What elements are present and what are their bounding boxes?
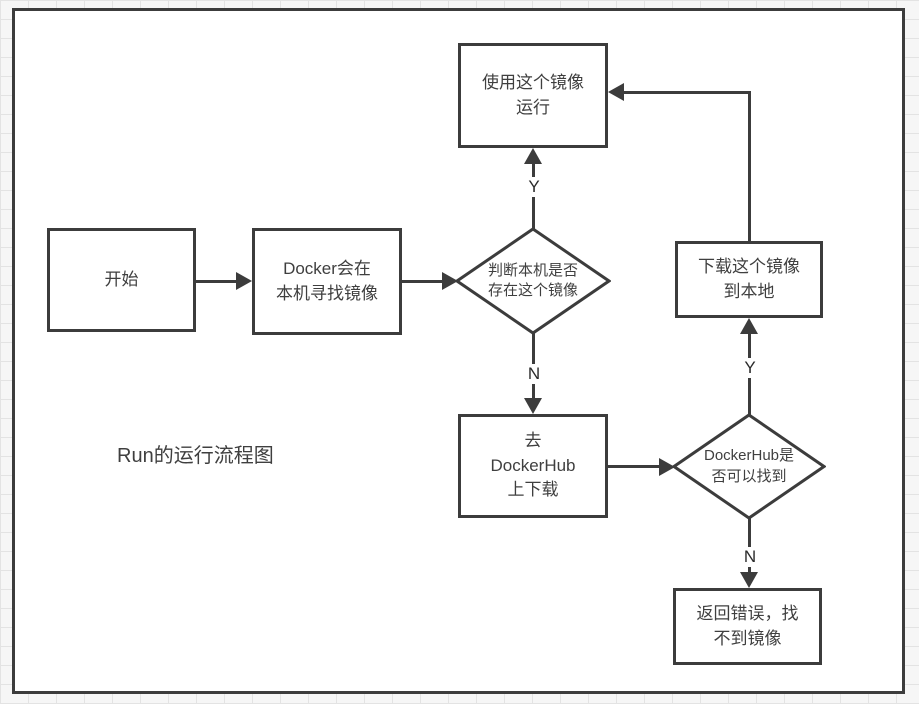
flow-node-return-error[interactable]: 返回错误，找 不到镜像 xyxy=(673,588,822,665)
arrowhead-left-icon xyxy=(608,83,624,101)
connector-download-to-use-horizontal xyxy=(624,91,751,94)
connector-search-to-check xyxy=(402,280,442,283)
arrowhead-down-icon xyxy=(524,398,542,414)
edge-label-n: N xyxy=(739,547,761,567)
flow-node-start-label: 开始 xyxy=(104,269,139,289)
flow-node-use-image[interactable]: 使用这个镜像 运行 xyxy=(458,43,608,148)
diagram-caption: Run的运行流程图 xyxy=(117,445,274,467)
arrowhead-right-icon xyxy=(442,272,458,290)
flow-node-return-error-label: 返回错误，找 不到镜像 xyxy=(696,603,799,648)
arrowhead-down-icon xyxy=(740,572,758,588)
flow-node-check-local-label: 判断本机是否 存在这个镜像 xyxy=(487,261,578,299)
arrowhead-up-icon xyxy=(524,148,542,164)
flow-node-search-local[interactable]: Docker会在 本机寻找镜像 xyxy=(252,228,402,335)
flow-node-go-dockerhub-label: 去 DockerHub 上下载 xyxy=(490,431,576,500)
drawing-canvas: Run的运行流程图 开始 Docker会在 本机寻找镜像 使用这个镜像 运行 下… xyxy=(12,8,905,694)
edge-label-y: Y xyxy=(740,358,760,378)
flow-node-check-dockerhub-label: DockerHub是 否可以找到 xyxy=(703,447,795,485)
arrowhead-right-icon xyxy=(659,458,675,476)
connector-dockerhub-to-check xyxy=(608,465,659,468)
edge-label-n: N xyxy=(523,364,545,384)
flow-node-start[interactable]: 开始 xyxy=(47,228,196,332)
arrowhead-up-icon xyxy=(740,318,758,334)
flow-node-search-local-label: Docker会在 本机寻找镜像 xyxy=(276,258,378,303)
flow-node-use-image-label: 使用这个镜像 运行 xyxy=(482,72,584,117)
flow-node-check-local[interactable]: 判断本机是否 存在这个镜像 xyxy=(455,227,611,335)
connector-start-to-search xyxy=(196,280,238,283)
connector-download-to-use-vertical xyxy=(748,92,751,241)
connector-check2-to-error xyxy=(748,518,751,572)
flow-node-check-dockerhub[interactable]: DockerHub是 否可以找到 xyxy=(672,413,826,520)
connector-check-to-use xyxy=(532,164,535,230)
edge-label-y: Y xyxy=(524,177,544,197)
flow-node-download-image-label: 下载这个镜像 到本地 xyxy=(698,256,800,301)
flow-node-download-image[interactable]: 下载这个镜像 到本地 xyxy=(675,241,823,318)
arrowhead-right-icon xyxy=(236,272,252,290)
flow-node-go-dockerhub[interactable]: 去 DockerHub 上下载 xyxy=(458,414,608,518)
